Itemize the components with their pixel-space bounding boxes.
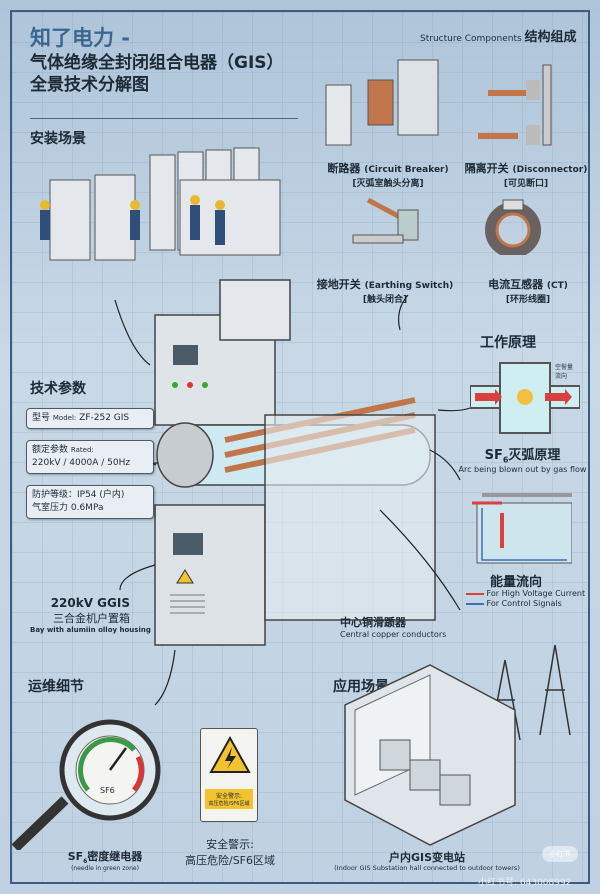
housing-line-3: Bay with alumiin olloy housing — [30, 626, 151, 634]
legend-hv-swatch — [466, 592, 484, 595]
page-title: 气体绝缘全封闭组合电器（GIS） 全景技术分解图 — [30, 52, 284, 96]
component-note: [灭弧室触头分离] — [352, 179, 424, 189]
component-note: [触头闭合] — [362, 295, 408, 305]
spec-protection: 防护等级：IP54 (户内) — [32, 490, 125, 500]
relay-base: SF — [67, 850, 84, 863]
relay-title: SF6密度继电器 — [55, 848, 155, 865]
legend-hv-label: For High Voltage Current — [486, 589, 586, 598]
brand-title: 知了电力 - — [30, 26, 131, 50]
gauge-label: SF6 — [100, 786, 115, 795]
earthing-switch-icon — [352, 197, 419, 244]
arc-extinguishing-diagram — [470, 362, 580, 434]
legend-control: For Control Signals — [466, 599, 585, 609]
disconnector-icon — [478, 64, 552, 146]
housing-line-2: 三合金机户置箱 — [53, 612, 130, 625]
substation-caption-cn: 户内GIS变电站 — [388, 851, 466, 864]
substation-caption-en: (Indoor GIS Substation hall connected to… — [334, 864, 520, 872]
arc-title-rest: 灭弧原理 — [508, 448, 561, 463]
component-name: 隔离开关 — [464, 162, 509, 175]
indoor-substation-illustration — [344, 644, 571, 846]
warning-sign-text: 安全警示: 高压危险/SF6区域 — [205, 789, 253, 809]
structure-title-cn: 结构组成 — [524, 30, 577, 45]
warning-caption: 安全警示: 高压危险/SF6区域 — [175, 836, 285, 868]
spec-label: 额定参数 — [32, 445, 69, 455]
component-name: 接地开关 — [316, 278, 361, 291]
structure-title-en: Structure Components — [420, 34, 522, 44]
component-name-en: (Disconnector) — [512, 165, 588, 175]
structure-title: Structure Components 结构组成 — [420, 26, 577, 45]
spec-card-rated: 额定参数 Rated: 220kV / 4000A / 50Hz — [26, 440, 154, 474]
relay-rest: 密度继电器 — [87, 850, 143, 863]
title-line-1: 气体绝缘全封闭组合电器（GIS） — [30, 53, 284, 73]
high-voltage-warning-icon — [209, 735, 251, 773]
component-name-en: (CT) — [546, 281, 568, 291]
component-ct: 电流互感器 (CT) [环形线圈] — [462, 276, 594, 305]
arc-title: SF6灭弧原理 — [450, 444, 595, 465]
conductor-cn: 中心铜滑踬器 — [340, 616, 406, 629]
component-disconnector: 隔离开关 (Disconnector) [可见断口] — [458, 160, 594, 189]
gis-main-illustration — [154, 279, 436, 646]
warning-caption-line-2: 高压危险/SF6区域 — [184, 854, 275, 867]
watermark-id: 小红书号: 643008992 — [478, 878, 572, 888]
legend-control-label: For Control Signals — [486, 599, 562, 608]
density-relay-caption: SF6密度继电器 (needle in green zone) — [55, 848, 155, 872]
spec-value: 220kV / 4000A / 50Hz — [32, 458, 131, 468]
arc-principle-caption: SF6灭弧原理 Arc being blown out by gas flow — [450, 444, 595, 474]
relay-sub: 6 — [83, 858, 88, 866]
spec-value: ZF-252 GIS — [79, 413, 130, 423]
arc-en: Arc being blown out by gas flow — [458, 464, 587, 474]
maintenance-section-title: 运维细节 — [28, 679, 84, 695]
arc-title-sub: 6 — [502, 455, 509, 465]
structure-components-illustration — [325, 59, 552, 255]
component-name: 电流互感器 — [488, 278, 544, 291]
spec-label-en: Model: — [52, 414, 77, 422]
sf6-gauge-magnifier-icon — [11, 719, 161, 850]
title-divider — [30, 118, 298, 119]
component-earthing-switch: 接地开关 (Earthing Switch) [触头闭合] — [310, 276, 460, 305]
spec-label-en: Rated: — [70, 446, 94, 454]
component-note: [可见断口] — [503, 179, 549, 189]
install-section-title: 安装场景 — [30, 131, 86, 147]
title-line-2: 全景技术分解图 — [30, 75, 149, 95]
component-circuit-breaker: 断路器 (Circuit Breaker) [灭弧室触头分离] — [318, 160, 458, 189]
arc-title-base: SF — [484, 448, 503, 463]
spec-card-model: 型号 Model: ZF-252 GIS — [26, 408, 154, 429]
current-transformer-icon — [485, 199, 541, 255]
legend-control-swatch — [466, 602, 484, 605]
install-scene-illustration — [40, 147, 281, 261]
housing-label: 220kV GGIS 三合金机户置箱 Bay with alumiin ollo… — [30, 596, 151, 634]
spec-card-protection: 防护等级：IP54 (户内) 气室压力 0.6MPa — [26, 485, 154, 519]
conductor-label: 中心铜滑踬器 Central copper conductors — [340, 614, 446, 639]
warning-sign-line-1: 安全警示: — [215, 793, 243, 800]
housing-line-1: 220kV GGIS — [50, 596, 130, 610]
warning-sign-line-2: 高压危险/SF6区域 — [208, 801, 250, 807]
component-name-en: (Circuit Breaker) — [364, 165, 449, 175]
energy-flow-title: 能量流向 — [490, 575, 543, 590]
warning-sign: 安全警示: 高压危险/SF6区域 — [200, 728, 258, 822]
component-name: 断路器 — [327, 162, 361, 175]
substation-caption: 户内GIS变电站 (Indoor GIS Substation hall con… — [322, 851, 532, 873]
principle-section-title: 工作原理 — [480, 335, 536, 351]
energy-legend: For High Voltage Current For Control Sig… — [466, 589, 585, 609]
energy-flow-diagram — [472, 493, 572, 564]
watermark-logo: 小红书 — [542, 846, 578, 862]
gas-flow-note: 空髻量 流向 — [555, 364, 574, 380]
spec-label: 型号 — [32, 413, 51, 423]
component-note: [环形线圈] — [505, 295, 551, 305]
relay-note: (needle in green zone) — [71, 865, 139, 873]
legend-hv: For High Voltage Current — [466, 589, 585, 599]
circuit-breaker-icon — [325, 59, 439, 146]
component-name-en: (Earthing Switch) — [364, 281, 454, 291]
spec-pressure: 气室压力 0.6MPa — [32, 503, 104, 513]
conductor-en: Central copper conductors — [340, 630, 447, 639]
specs-section-title: 技术参数 — [30, 381, 86, 397]
warning-caption-line-1: 安全警示: — [206, 838, 254, 851]
